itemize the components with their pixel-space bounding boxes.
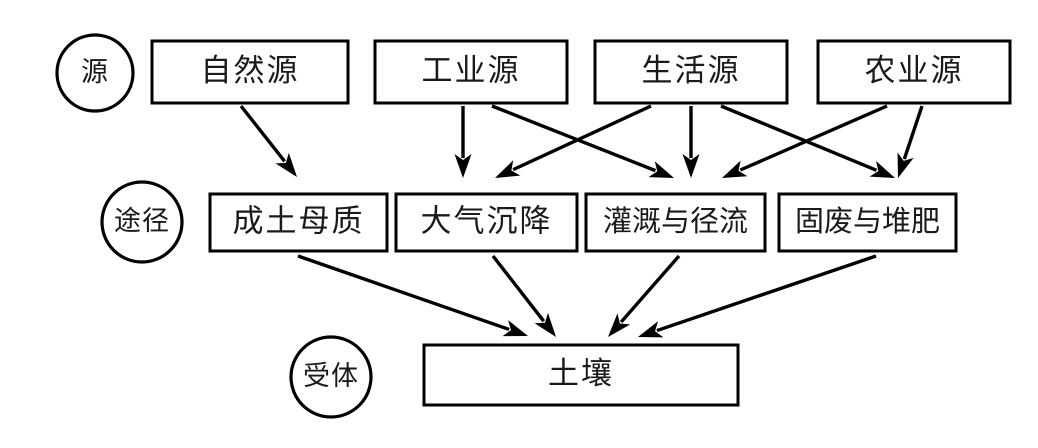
tier-marker-receptor[interactable]: 受体 xyxy=(289,335,373,419)
tier-circle[interactable] xyxy=(100,180,184,264)
edge-domestic-to-atmospheric xyxy=(495,104,652,178)
tier-circle[interactable] xyxy=(55,33,135,113)
edge-natural-to-parent-material xyxy=(239,104,297,177)
edge-industrial-to-atmospheric xyxy=(454,106,472,178)
arrow-head-icon xyxy=(869,160,895,178)
tier-label: 途径 xyxy=(114,206,170,236)
node-label: 固废与堆肥 xyxy=(795,205,940,238)
node-box[interactable] xyxy=(394,192,579,253)
arrow-head-icon xyxy=(495,160,521,178)
edge-line xyxy=(902,105,924,160)
edge-line xyxy=(297,254,510,332)
receptor-node-soil[interactable]: 土壤 xyxy=(422,343,740,407)
arrow-head-icon xyxy=(638,321,664,338)
node-box[interactable] xyxy=(816,39,1012,105)
arrow-head-icon xyxy=(275,152,297,177)
pathway-node-solid-waste-compost[interactable]: 固废与堆肥 xyxy=(777,192,958,253)
node-box[interactable] xyxy=(777,192,958,253)
arrow-head-icon xyxy=(608,313,631,337)
pathway-node-irrigation-runoff[interactable]: 灌溉与径流 xyxy=(584,192,767,253)
node-label: 灌溉与径流 xyxy=(603,205,748,238)
arrow-head-icon xyxy=(722,160,748,178)
edge-line xyxy=(720,104,878,172)
source-node-natural[interactable]: 自然源 xyxy=(150,39,350,105)
edge-line xyxy=(619,254,681,324)
edge-irrigation-to-soil xyxy=(608,254,681,337)
node-label: 农业源 xyxy=(865,53,964,88)
edge-line xyxy=(239,104,286,163)
node-box[interactable] xyxy=(208,192,389,253)
edge-line xyxy=(491,104,657,173)
arrow-head-icon xyxy=(454,154,472,178)
edge-line xyxy=(656,254,877,333)
pathway-node-atmospheric-deposition[interactable]: 大气沉降 xyxy=(394,192,579,253)
node-label: 自然源 xyxy=(201,53,300,88)
arrow-head-icon xyxy=(534,312,556,337)
node-label: 大气沉降 xyxy=(421,204,553,239)
edge-domestic-to-solid-waste xyxy=(720,104,895,178)
tier-marker-source[interactable]: 源 xyxy=(55,33,135,113)
node-label: 生活源 xyxy=(642,53,741,88)
edge-atmospheric-to-soil xyxy=(491,254,556,337)
tier-marker-pathway[interactable]: 途径 xyxy=(100,180,184,264)
edge-solid-waste-to-soil xyxy=(638,254,877,338)
source-node-industrial[interactable]: 工业源 xyxy=(373,39,569,105)
source-node-domestic[interactable]: 生活源 xyxy=(593,39,789,105)
tier-label: 受体 xyxy=(303,361,359,391)
edge-agricultural-to-irrigation xyxy=(722,104,888,178)
edge-industrial-to-irrigation xyxy=(491,104,674,178)
node-label: 工业源 xyxy=(422,53,521,88)
pathway-node-parent-material[interactable]: 成土母质 xyxy=(208,192,389,253)
tier-circle[interactable] xyxy=(289,335,373,419)
edge-agricultural-to-solid-waste xyxy=(897,105,924,178)
node-box[interactable] xyxy=(422,343,740,407)
arrow-head-icon xyxy=(502,320,528,337)
node-box[interactable] xyxy=(584,192,767,253)
edge-line xyxy=(739,104,888,172)
tier-label: 源 xyxy=(81,57,109,87)
node-box[interactable] xyxy=(373,39,569,105)
edge-domestic-to-irrigation xyxy=(682,106,700,178)
source-node-agricultural[interactable]: 农业源 xyxy=(816,39,1012,105)
arrow-head-icon xyxy=(682,154,700,178)
node-box[interactable] xyxy=(150,39,350,105)
arrow-head-icon xyxy=(648,161,674,178)
arrow-head-icon xyxy=(897,152,914,178)
edge-layer xyxy=(239,104,924,338)
edge-parent-material-to-soil xyxy=(297,254,528,337)
edge-line xyxy=(491,254,546,323)
node-box[interactable] xyxy=(593,39,789,105)
node-label: 土壤 xyxy=(548,356,614,391)
node-label: 成土母质 xyxy=(233,204,365,239)
edge-line xyxy=(512,104,652,172)
